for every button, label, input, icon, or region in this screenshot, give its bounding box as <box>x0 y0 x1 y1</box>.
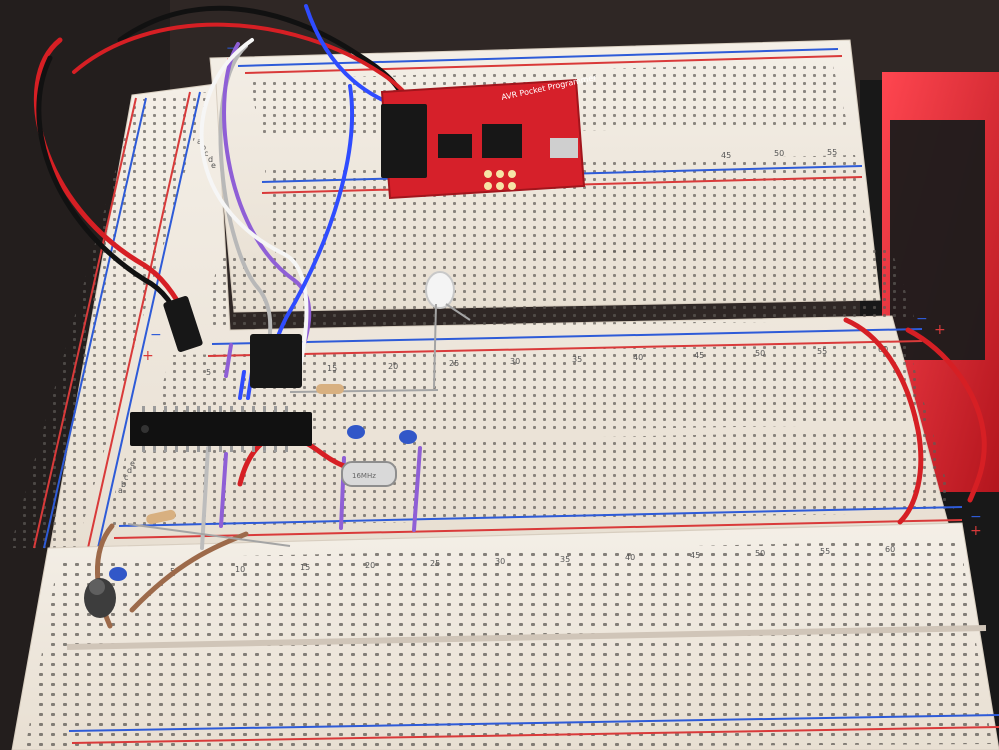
components: 16MHz <box>84 271 471 618</box>
resistor-1 <box>316 384 344 394</box>
letter-a-lower: a <box>118 486 123 495</box>
bottom-number-25: 25 <box>430 559 440 568</box>
crystal <box>341 461 397 487</box>
bottom-rail-blue <box>68 714 999 732</box>
pcb-pad-1 <box>484 170 492 178</box>
bottom-number-30: 30 <box>495 557 505 566</box>
letter-c-upper: c <box>204 149 208 158</box>
red-wire-top-left <box>33 37 191 323</box>
letter-d-lower: d <box>127 466 132 475</box>
left-rail-blue-2 <box>97 91 201 549</box>
mid-number-20: 20 <box>388 362 398 371</box>
programmer-chip-1 <box>438 134 472 158</box>
top-number-45: 45 <box>721 151 731 160</box>
mid-number-50: 50 <box>755 349 765 358</box>
top-number-50: 50 <box>774 149 784 158</box>
top-minus-left: − <box>226 41 236 55</box>
short-blue-wire-1 <box>238 370 246 400</box>
capacitor-1 <box>347 425 365 439</box>
bottom-holes <box>25 540 992 750</box>
mid-number-30: 30 <box>510 357 520 366</box>
left-rail-blue-1 <box>43 97 147 549</box>
red-wire-right-2 <box>905 327 987 503</box>
led <box>425 271 455 309</box>
mid-number-35: 35 <box>572 355 582 364</box>
pcb-pad-3 <box>508 170 516 178</box>
left-rail-red-1 <box>33 97 137 549</box>
letter-e-upper: e <box>211 161 216 170</box>
letter-d-upper: d <box>208 155 213 164</box>
chip-legs <box>142 406 288 452</box>
letter-a-upper: a <box>197 137 202 146</box>
pcb-pad-4 <box>484 182 492 190</box>
chip-notch <box>141 425 149 433</box>
left-header <box>163 296 203 352</box>
bottom-right-minus: − <box>970 509 982 525</box>
letter-e-lower: e <box>130 459 135 468</box>
programmer-connector <box>381 104 427 178</box>
left-plus: + <box>142 348 154 364</box>
middle-rail-blue-top <box>211 328 923 345</box>
bottom-number-10: 10 <box>235 565 245 574</box>
mid-number-5: 5 <box>206 368 211 377</box>
bottom-number-20: 20 <box>365 561 375 570</box>
red-wire-right-1 <box>843 317 924 525</box>
usb-connector <box>550 138 578 158</box>
top-number-55: 55 <box>827 148 837 157</box>
middle-upper-holes <box>205 245 915 330</box>
mid-number-55: 55 <box>817 347 827 356</box>
middle-rail-red-bottom <box>113 519 963 539</box>
bottom-divider <box>66 625 987 650</box>
resistor-lead-1 <box>289 389 439 393</box>
header-block <box>250 334 302 388</box>
purple-wire-lower <box>219 452 228 528</box>
capacitor-3 <box>109 567 127 581</box>
atmega-chip <box>130 412 312 446</box>
middle-rail-red-top <box>207 340 923 357</box>
pcb-pad-2 <box>496 170 504 178</box>
bottom-number-45: 45 <box>690 551 700 560</box>
gray-jumper <box>200 446 210 550</box>
short-purple-wire-1 <box>224 343 233 378</box>
black-wire-top-left <box>36 55 185 329</box>
push-button-top <box>89 579 105 595</box>
bottom-number-55: 55 <box>820 547 830 556</box>
pcb-pad-5 <box>496 182 504 190</box>
crystal-label: 16MHz <box>352 472 376 480</box>
mid-number-25: 25 <box>449 359 459 368</box>
left-rail-red-2 <box>87 91 191 549</box>
rail-symbols: + − + − + − <box>142 311 982 539</box>
bottom-number-15: 15 <box>300 563 310 572</box>
middle-main-holes-bottom <box>105 430 955 528</box>
programmer-board: AVR Pocket Programmer <box>380 73 598 200</box>
letter-b-lower: b <box>121 480 126 489</box>
right-minus: − <box>916 311 928 327</box>
purple-wire-crystal-2 <box>412 446 422 532</box>
bottom-right-plus: + <box>970 523 982 539</box>
left-minus: − <box>150 327 162 343</box>
led-leg-1 <box>433 303 437 389</box>
bottom-breadboard: 5 10 15 20 25 30 35 40 45 50 55 60 <box>11 522 999 750</box>
bottom-rail-red <box>71 726 999 744</box>
letter-c-lower: c <box>124 473 128 482</box>
bottom-number-50: 50 <box>755 549 765 558</box>
mid-number-45: 45 <box>694 351 704 360</box>
bottom-number-60: 60 <box>885 545 895 554</box>
pcb-pad-6 <box>508 182 516 190</box>
bottom-number-35: 35 <box>560 555 570 564</box>
right-plus: + <box>934 322 946 338</box>
mid-number-40: 40 <box>633 353 643 362</box>
resistor-lead-2 <box>127 523 291 547</box>
capacitor-2 <box>399 430 417 444</box>
programmer-chip-2 <box>482 124 522 158</box>
led-leg-2 <box>445 303 471 321</box>
bottom-number-40: 40 <box>625 553 635 562</box>
mid-number-15: 15 <box>327 364 337 373</box>
white-wire <box>199 38 309 387</box>
middle-main-holes-top <box>150 344 930 436</box>
middle-rail-blue-bottom <box>118 506 963 527</box>
resistor-2 <box>146 509 176 525</box>
